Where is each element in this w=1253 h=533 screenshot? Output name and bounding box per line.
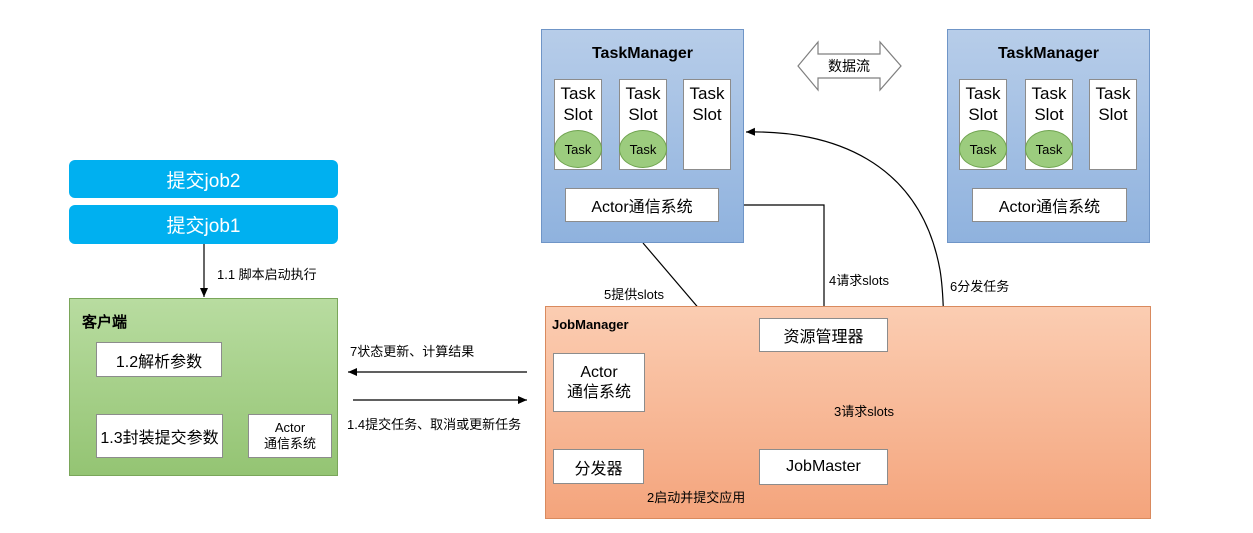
jobmaster-label: JobMaster bbox=[786, 458, 861, 475]
edge-4-line bbox=[718, 201, 825, 317]
resource-manager-label: 资源管理器 bbox=[783, 329, 864, 346]
tm-right-slot-2-label: Task Slot bbox=[1031, 84, 1067, 124]
tm-right-slot-3-label: Task Slot bbox=[1095, 84, 1131, 124]
tm-left-task-1-label: Task bbox=[564, 141, 592, 157]
dataflow-arrow bbox=[797, 40, 902, 92]
jobmaster-box[interactable]: JobMaster bbox=[759, 449, 888, 485]
tm-right-task-2-label: Task bbox=[1035, 141, 1063, 157]
taskmanager-left-title: TaskManager bbox=[591, 45, 694, 62]
taskmanager-right-title: TaskManager bbox=[997, 45, 1100, 62]
jobmanager-panel: JobManager Actor 通信系统 分发器 JobMaster 资源管理… bbox=[545, 306, 1151, 519]
tm-left-actor-label: Actor通信系统 bbox=[591, 199, 693, 216]
tm-left-slot-3-label: Task Slot bbox=[689, 84, 725, 124]
jm-actor-label: Actor 通信系统 bbox=[566, 363, 631, 401]
tm-right-slot-1[interactable]: Task Slot Task bbox=[959, 79, 1007, 170]
dataflow-label: 数据流 bbox=[828, 58, 870, 74]
edge-6-label: 6分发任务 bbox=[950, 279, 1010, 294]
jobmanager-title: JobManager bbox=[552, 317, 629, 332]
tm-left-slot-3[interactable]: Task Slot bbox=[683, 79, 731, 170]
tm-left-task-2-label: Task bbox=[629, 141, 657, 157]
parse-params-label: 1.2解析参数 bbox=[115, 353, 203, 371]
tm-right-actor-label: Actor通信系统 bbox=[998, 199, 1101, 216]
tm-right-task-2: Task bbox=[1025, 130, 1073, 168]
client-actor-label: Actor 通信系统 bbox=[263, 420, 316, 451]
taskmanager-right-panel: TaskManager Task Slot Task Task Slot Tas… bbox=[947, 29, 1150, 243]
tm-right-actor-box[interactable]: Actor通信系统 bbox=[972, 188, 1127, 222]
tm-right-slot-1-label: Task Slot bbox=[965, 84, 1001, 124]
edge-1-4-label: 1.4提交任务、取消或更新任务 bbox=[347, 417, 522, 432]
submit-job2-label: 提交job2 bbox=[166, 170, 241, 192]
client-panel: 客户端 1.2解析参数 1.3封装提交参数 Actor 通信系统 bbox=[69, 298, 338, 476]
tm-left-slot-1-label: Task Slot bbox=[560, 84, 596, 124]
edge-3-label: 3请求slots bbox=[834, 404, 894, 419]
tm-left-task-2: Task bbox=[619, 130, 667, 168]
edge-5-label: 5提供slots bbox=[604, 287, 664, 302]
dispatcher-box[interactable]: 分发器 bbox=[553, 449, 644, 484]
dispatcher-label: 分发器 bbox=[574, 460, 623, 478]
tm-left-actor-box[interactable]: Actor通信系统 bbox=[565, 188, 719, 222]
edge-1-1-label: 1.1 脚本启动执行 bbox=[217, 267, 317, 282]
edge-4-label: 4请求slots bbox=[829, 273, 889, 288]
client-actor-box[interactable]: Actor 通信系统 bbox=[248, 414, 332, 458]
submit-job2-button[interactable]: 提交job2 bbox=[69, 160, 338, 198]
tm-right-slot-3[interactable]: Task Slot bbox=[1089, 79, 1137, 170]
taskmanager-left-panel: TaskManager Task Slot Task Task Slot Tas… bbox=[541, 29, 744, 243]
edge-2-label: 2启动并提交应用 bbox=[647, 490, 746, 505]
client-title: 客户端 bbox=[82, 314, 128, 331]
submit-job1-button[interactable]: 提交job1 bbox=[69, 205, 338, 244]
parse-params-box[interactable]: 1.2解析参数 bbox=[96, 342, 222, 377]
tm-right-task-1-label: Task bbox=[969, 141, 997, 157]
tm-left-slot-1[interactable]: Task Slot Task bbox=[554, 79, 602, 170]
edge-7-label: 7状态更新、计算结果 bbox=[350, 344, 475, 359]
wrap-params-box[interactable]: 1.3封装提交参数 bbox=[96, 414, 223, 458]
tm-right-task-1: Task bbox=[959, 130, 1007, 168]
wrap-params-label: 1.3封装提交参数 bbox=[100, 430, 219, 447]
jm-actor-box[interactable]: Actor 通信系统 bbox=[553, 353, 645, 412]
submit-job1-label: 提交job1 bbox=[166, 216, 241, 237]
tm-left-slot-2[interactable]: Task Slot Task bbox=[619, 79, 667, 170]
tm-left-task-1: Task bbox=[554, 130, 602, 168]
tm-left-slot-2-label: Task Slot bbox=[625, 84, 661, 124]
tm-right-slot-2[interactable]: Task Slot Task bbox=[1025, 79, 1073, 170]
resource-manager-box[interactable]: 资源管理器 bbox=[759, 318, 888, 352]
